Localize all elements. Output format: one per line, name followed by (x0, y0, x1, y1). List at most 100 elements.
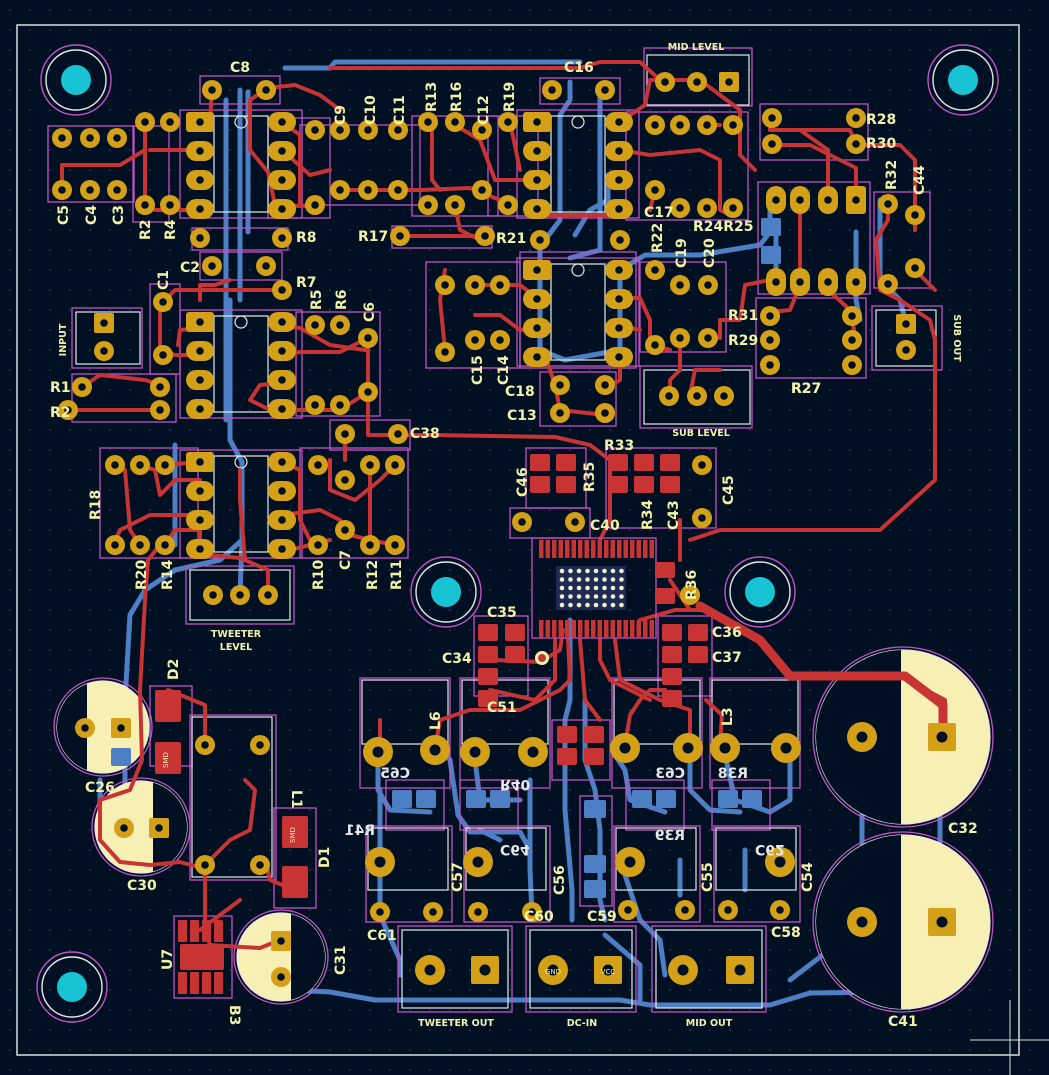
ref-label: C32 (948, 821, 978, 837)
ref-label: R12 (365, 560, 381, 590)
mounting-hole-icon (36, 951, 108, 1023)
smd-pad-icon (656, 790, 676, 808)
smd-pad-icon (556, 454, 576, 471)
ref-label: C55 (700, 862, 716, 892)
ref-label: R14 (160, 559, 176, 590)
ref-label: R34 (640, 499, 656, 530)
ref-label-back: C65 (380, 766, 410, 782)
ref-label-back: C62 (755, 841, 785, 857)
ref-label: R20 (134, 559, 150, 590)
smd-pad-icon (416, 790, 436, 808)
ref-label: C10 (363, 95, 379, 125)
ref-label: L6 (428, 711, 444, 730)
ref-label: R4 (163, 219, 179, 240)
ref-label-back: C63 (655, 766, 685, 782)
ref-label: R36 (684, 570, 700, 600)
smd-pad-icon (761, 246, 781, 264)
ref-label: R7 (296, 275, 317, 291)
smd-pad-icon (478, 668, 498, 685)
smd-pad-icon (557, 726, 577, 743)
ref-label: R10 (311, 559, 327, 590)
through-hole-pads (52, 72, 956, 987)
mounting-hole-icon (40, 44, 112, 116)
ref-label: C12 (476, 95, 492, 125)
ref-label: R35 (582, 462, 598, 492)
silk-label: INPUT (58, 323, 69, 356)
ref-label: D1 (317, 847, 333, 868)
ref-label: C1 (156, 270, 172, 290)
smd-pad-icon (632, 790, 652, 808)
part-mark: VCC (601, 968, 616, 976)
smd-pad-icon (190, 972, 199, 994)
ref-label: R27 (791, 381, 821, 397)
smd-pad-icon (584, 800, 606, 818)
ref-label: R11 (389, 560, 405, 590)
smd-pad-icon (155, 742, 181, 774)
smd-pad-icon (584, 880, 606, 898)
ref-label: R27 (791, 381, 821, 397)
smd-pads (111, 218, 781, 994)
smd-pad-icon (662, 690, 682, 707)
smd-pad-icon (478, 646, 498, 663)
ref-label: R8 (296, 230, 317, 246)
ref-label: C35 (487, 605, 517, 621)
silk-label: MID LEVEL (668, 42, 725, 53)
ref-label: U7 (160, 949, 176, 970)
smd-pad-icon (505, 624, 525, 641)
ref-label: R31 (728, 308, 758, 324)
ref-label: B3 (226, 1005, 242, 1025)
mounting-hole-icon (724, 556, 796, 628)
ref-label: R18 (88, 490, 104, 520)
smd-pad-icon (634, 476, 654, 493)
smd-pad-icon (282, 866, 308, 898)
ref-label: C15 (470, 355, 486, 385)
component-outlines (47, 47, 943, 1013)
ref-label: C2 (180, 260, 200, 276)
smd-pad-icon (214, 972, 223, 994)
smd-pad-icon (392, 790, 412, 808)
smd-pad-icon (634, 454, 654, 471)
ref-label: R1 (50, 380, 71, 396)
ref-label: C44 (912, 165, 928, 195)
smd-pad-icon (742, 790, 762, 808)
ref-label: R16 (449, 82, 465, 112)
ref-label: C26 (85, 780, 115, 796)
ref-label: R19 (502, 82, 518, 112)
smd-pad-icon (478, 690, 498, 707)
smd-pad-icon (688, 646, 708, 663)
smd-pad-icon (282, 816, 308, 848)
smd-pad-icon (662, 668, 682, 685)
qfp-ic-icon (531, 537, 657, 665)
ref-label-back: R38 (718, 766, 748, 782)
ref-label: C51 (487, 700, 517, 716)
ref-label: C9 (333, 105, 349, 125)
ref-label: C43 (666, 500, 682, 530)
smd-pad-icon (505, 646, 525, 663)
ref-label: C46 (515, 467, 531, 497)
ref-label: R6 (334, 289, 350, 310)
ref-label: C41 (888, 1014, 918, 1030)
ref-label: R29 (728, 333, 758, 349)
ref-label: C5 (56, 205, 72, 225)
ref-label: C59 (587, 909, 617, 925)
ref-label: D2 (166, 659, 182, 680)
ref-label: R2 (138, 219, 154, 240)
ref-label: C36 (712, 625, 742, 641)
ref-label: R24R25 (693, 219, 754, 235)
ref-label: C18 (505, 384, 535, 400)
smd-pad-icon (662, 624, 682, 641)
ref-label-back: C64 (500, 841, 530, 857)
smd-pad-icon (584, 726, 604, 743)
ref-label: C7 (338, 550, 354, 570)
ref-label: C3 (111, 205, 127, 225)
ref-label-back: R41 (345, 823, 375, 839)
ref-label: R13 (424, 82, 440, 112)
ref-label: C11 (392, 95, 408, 125)
smd-pad-icon (180, 944, 224, 970)
ref-label: C34 (442, 651, 472, 667)
silk-label: SUB LEVEL (672, 428, 730, 439)
ref-label: R5 (309, 289, 325, 310)
smd-pad-icon (202, 972, 211, 994)
